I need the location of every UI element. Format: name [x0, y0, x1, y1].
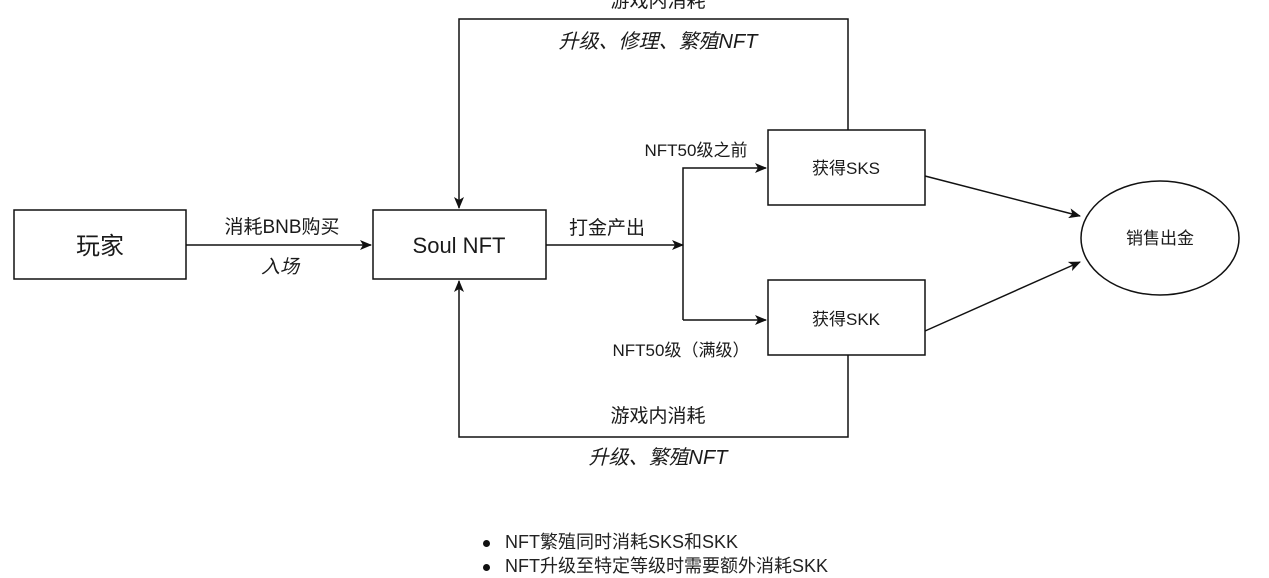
edge-branch-to-sks	[682, 163, 767, 320]
label-bottom-loop-detail: 升级、繁殖NFT	[589, 447, 730, 469]
notes-list: NFT繁殖同时消耗SKS和SKK NFT升级至特定等级时需要额外消耗SKK	[480, 530, 828, 578]
node-sks: 获得SKS	[767, 129, 926, 206]
note-item: NFT繁殖同时消耗SKS和SKK	[480, 530, 828, 554]
edge-sks-to-sell	[924, 175, 1081, 219]
label-at-50: NFT50级（满级）	[613, 341, 750, 360]
node-sks-label: 获得SKS	[812, 159, 880, 178]
label-top-loop-detail: 升级、修理、繁殖NFT	[559, 31, 760, 53]
note-item: NFT升级至特定等级时需要额外消耗SKK	[480, 554, 828, 578]
node-sell: 销售出金	[1080, 180, 1240, 296]
edge-skk-to-sell	[924, 261, 1081, 332]
label-farm: 打金产出	[569, 217, 645, 239]
label-entry: 入场	[261, 257, 301, 278]
label-buy: 消耗BNB购买	[224, 216, 339, 238]
label-bottom-loop-title: 游戏内消耗	[610, 405, 705, 427]
node-soul-nft: Soul NFT	[372, 209, 547, 280]
node-player-label: 玩家	[76, 233, 124, 260]
node-skk-label: 获得SKK	[812, 310, 881, 329]
node-soul-nft-label: Soul NFT	[413, 233, 506, 258]
label-before-50: NFT50级之前	[645, 141, 748, 160]
node-sell-label: 销售出金	[1126, 229, 1194, 248]
label-top-loop-title: 游戏内消耗	[610, 0, 705, 12]
node-player: 玩家	[13, 209, 187, 280]
node-skk: 获得SKK	[767, 279, 926, 356]
edge-skk-loop	[454, 280, 849, 438]
edge-sks-loop	[454, 18, 849, 209]
